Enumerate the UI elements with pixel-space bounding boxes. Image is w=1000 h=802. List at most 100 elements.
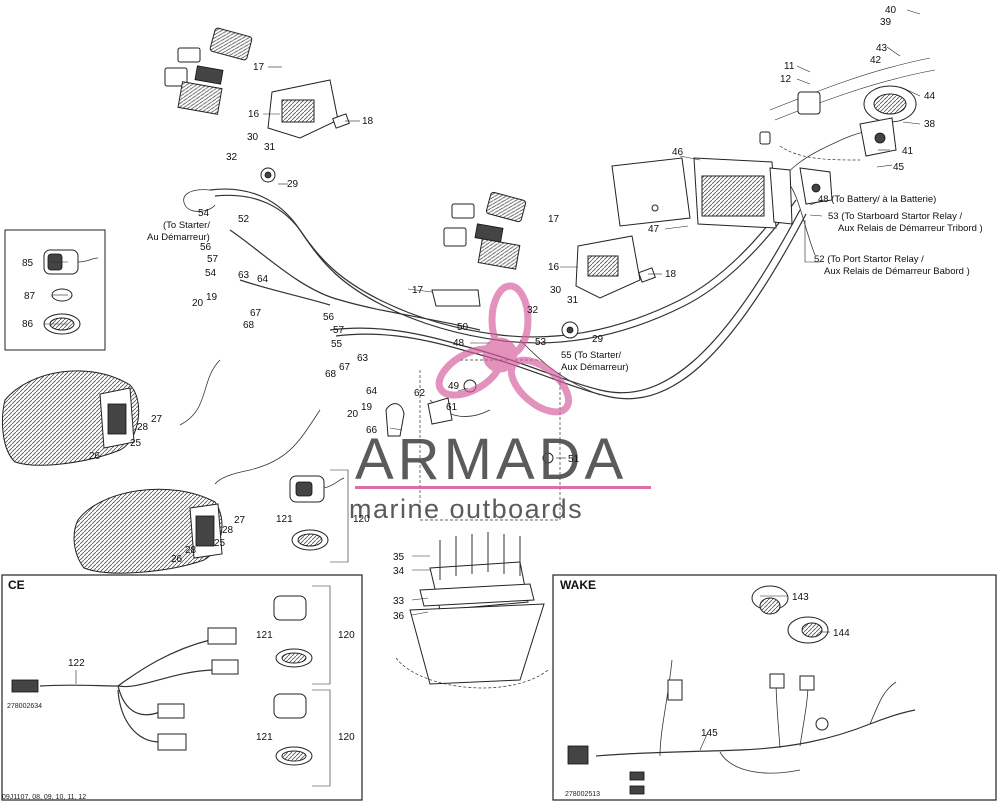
note-port-line1: 52 (To Port Startor Relay /: [814, 254, 924, 265]
upper-right-assembly: [759, 57, 936, 205]
callout: 121: [256, 732, 273, 743]
callout: 48: [453, 338, 465, 349]
callout: 144: [833, 628, 850, 639]
wake-box: [552, 574, 997, 801]
callout: 143: [792, 592, 809, 603]
callout: 63: [357, 353, 369, 364]
callout: 30: [247, 132, 259, 143]
callout: 51: [568, 454, 580, 465]
callout: 38: [924, 119, 936, 130]
callout: 28: [137, 422, 149, 433]
callout: 18: [362, 116, 374, 127]
callout: 25: [214, 538, 226, 549]
callout: 67: [250, 308, 262, 319]
callout: 56: [323, 312, 335, 323]
engine-covers: [1, 370, 223, 574]
callout: 36: [393, 611, 405, 622]
callout: 26: [89, 451, 101, 462]
fuse-box-upper-left: [164, 27, 350, 183]
callout: 49: [448, 381, 460, 392]
callout: 61: [446, 402, 458, 413]
callout: 28: [222, 525, 234, 536]
callout: 31: [264, 142, 276, 153]
callout: 47: [648, 224, 660, 235]
callout: 68: [243, 320, 255, 331]
callout: 17: [253, 62, 265, 73]
callout: 120: [338, 732, 355, 743]
callout: 122: [68, 658, 85, 669]
callout: 62: [414, 388, 426, 399]
callout: 11: [784, 61, 795, 72]
display-module: [611, 157, 793, 229]
callout: 121: [256, 630, 273, 641]
callout: 32: [226, 152, 238, 163]
note-starboard-line1: 53 (To Starboard Startor Relay /: [828, 211, 962, 222]
callout: 44: [924, 91, 936, 102]
document-code: 09J1107, 08, 09, 10, 11, 12: [2, 794, 86, 801]
armada-watermark: ARMADA marine outboards: [349, 282, 651, 524]
callout-labels: 40 39 43 42 44 38 41 45 11 12 17 16 18 3…: [22, 5, 983, 743]
note-to-starter-2: 55 (To Starter/: [561, 350, 622, 361]
callout: 27: [151, 414, 163, 425]
watermark-underline: [355, 486, 651, 489]
callout: 64: [257, 274, 269, 285]
callout: 34: [393, 566, 405, 577]
callout: 52: [238, 214, 250, 225]
callout: 66: [366, 425, 378, 436]
leader-lines: [44, 9, 921, 751]
callout: 41: [902, 146, 914, 157]
callout: 40: [885, 5, 897, 16]
callout: 20: [192, 298, 204, 309]
note-aux-demarreur-2: Aux Démarreur): [561, 362, 629, 373]
callout: 50: [457, 322, 469, 333]
note-au-demarreur: Au Démarreur): [147, 232, 210, 243]
callout: 16: [248, 109, 260, 120]
callout: 120: [353, 514, 370, 525]
ce-part-code: 278002634: [7, 703, 42, 710]
callout: 43: [876, 43, 888, 54]
watermark-tagline: marine outboards: [349, 494, 583, 524]
callout: 121: [276, 514, 293, 525]
callout: 19: [361, 402, 373, 413]
callout: 57: [207, 254, 219, 265]
callout: 31: [567, 295, 579, 306]
callout: 27: [234, 515, 246, 526]
callout: 12: [780, 74, 792, 85]
note-starboard-line2: Aux Relais de Démarreur Tribord ): [838, 223, 983, 234]
callout: 145: [701, 728, 718, 739]
callout: 86: [22, 319, 34, 330]
callout: 17: [412, 285, 424, 296]
note-to-starter: (To Starter/: [163, 220, 210, 231]
callout: 63: [238, 270, 250, 281]
battery-area: [385, 359, 561, 689]
inset-box-left: [4, 229, 106, 351]
wake-box-title: WAKE: [560, 578, 596, 592]
callout: 57: [333, 325, 345, 336]
callout: 17: [548, 214, 560, 225]
callout: 68: [325, 369, 337, 380]
propeller-icon: [435, 282, 572, 416]
callout: 29: [592, 334, 604, 345]
callout: 18: [665, 269, 677, 280]
callout: 67: [339, 362, 351, 373]
callout: 33: [393, 596, 405, 607]
callout: 25: [130, 438, 142, 449]
callout: 28: [185, 545, 197, 556]
callout: 20: [347, 409, 359, 420]
callout: 16: [548, 262, 560, 273]
callout: 26: [171, 554, 183, 565]
callout: 46: [672, 147, 684, 158]
callout: 29: [287, 179, 299, 190]
callout: 35: [393, 552, 405, 563]
callout: 55: [331, 339, 343, 350]
callout: 53: [535, 337, 547, 348]
wake-part-code: 278002513: [565, 791, 600, 798]
callout: 120: [338, 630, 355, 641]
callout: 19: [206, 292, 218, 303]
callout: 32: [527, 305, 539, 316]
ce-box: [1, 574, 363, 801]
note-port-line2: Aux Relais de Démarreur Babord ): [824, 266, 970, 277]
ce-box-title: CE: [8, 578, 25, 592]
